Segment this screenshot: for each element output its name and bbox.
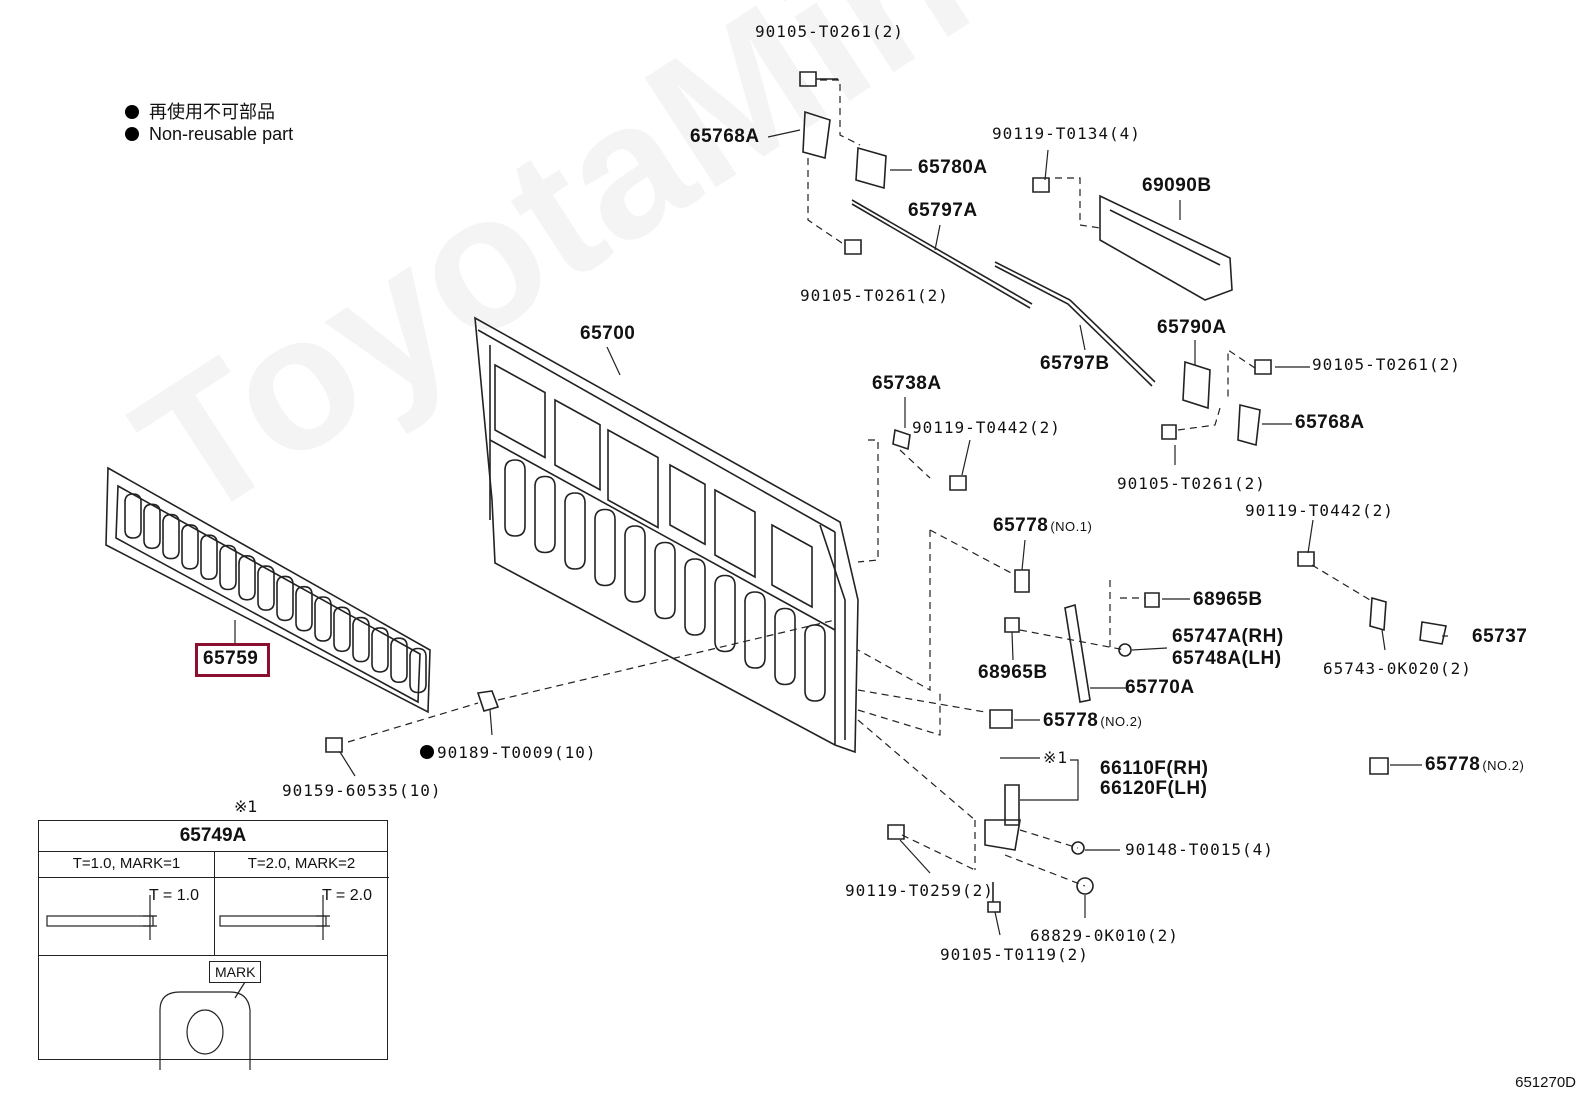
part-label[interactable]: 65737 [1472, 626, 1528, 647]
part-label[interactable]: 65768A [1295, 412, 1365, 433]
inset-divider [214, 851, 215, 955]
bolt-90119-t0259 [887, 824, 905, 840]
part-label[interactable]: 65778(NO.2) [1043, 710, 1142, 732]
legend-english: Non-reusable part [149, 124, 294, 144]
part-label[interactable]: 65780A [918, 157, 988, 178]
highlight-box [195, 643, 270, 677]
bolt-90105-t0119 [987, 882, 1001, 913]
bolt-90119-t0134 [1032, 177, 1050, 193]
part-label[interactable]: 90105-T0261(2) [1117, 474, 1266, 493]
part-label[interactable]: 90105-T0119(2) [940, 945, 1089, 964]
bolt-90105-mid [844, 239, 862, 255]
part-number: 65778 [1043, 710, 1099, 731]
part-label[interactable]: 65700 [580, 323, 636, 344]
bolt-90105-low [1161, 424, 1177, 440]
part-suffix: (NO.1) [1050, 519, 1093, 534]
hinge-66110f [984, 784, 1021, 851]
part-label[interactable]: 90148-T0015(4) [1125, 840, 1274, 859]
inset-col-1: T=1.0, MARK=1 [39, 851, 214, 878]
thickness-label-2: T = 2.0 [322, 887, 372, 904]
clip-65778-no2-a [989, 709, 1013, 729]
legend-row-japanese: 再使用不可部品 [125, 98, 275, 124]
mark-callout: MARK [209, 961, 262, 983]
part-label[interactable]: 65743-0K020(2) [1323, 659, 1472, 678]
note-marker: ※1 [1043, 748, 1069, 767]
inset-col-2: T=2.0, MARK=2 [214, 851, 389, 878]
part-label[interactable]: 65778(NO.1) [993, 515, 1092, 537]
part-label[interactable]: 65790A [1157, 317, 1227, 338]
bullet-dot-icon [125, 105, 139, 119]
part-label[interactable]: 90119-T0134(4) [992, 124, 1141, 143]
bolt-90105-top [799, 71, 838, 87]
nut-68829 [1076, 877, 1094, 895]
bolt-90119-t0442-a [949, 475, 967, 491]
lock-65780a [855, 146, 887, 190]
legend-row-english: Non-reusable part [125, 124, 293, 145]
part-label[interactable]: 65747A(RH) [1172, 626, 1284, 647]
non-reusable-dot [420, 745, 434, 759]
rod-65797b [994, 261, 1156, 387]
part-label[interactable]: 69090B [1142, 175, 1212, 196]
part-label[interactable]: 68965B [978, 662, 1048, 683]
part-label[interactable]: 65770A [1125, 677, 1195, 698]
part-label[interactable]: 66110F(RH) [1100, 758, 1209, 779]
handle-69090b [1099, 194, 1233, 301]
part-label[interactable]: 90119-T0442(2) [1245, 501, 1394, 520]
bracket-65737 [1419, 621, 1447, 645]
lock-65790a [1182, 360, 1211, 410]
part-label[interactable]: 65797A [908, 200, 978, 221]
part-label[interactable]: 65768A [690, 126, 760, 147]
clip-65738a [892, 428, 911, 451]
bolt-90119-t0442-b [1297, 551, 1315, 567]
part-number: 65778 [993, 515, 1049, 536]
part-label[interactable]: 65797B [1040, 353, 1110, 374]
clip-65778-no1 [1014, 569, 1030, 593]
bracket-65743 [1369, 596, 1387, 632]
inset-note: ※1 [234, 797, 258, 816]
diagram-reference-code: 651270D [1515, 1074, 1576, 1091]
bracket-65768a-right [1237, 403, 1261, 447]
part-label[interactable]: 90105-T0261(2) [755, 22, 904, 41]
part-label[interactable]: 90189-T0009(10) [437, 743, 597, 762]
part-label[interactable]: 65778(NO.2) [1425, 754, 1524, 776]
bolt-90105-right [1254, 359, 1272, 375]
clip-65778-no2-b [1369, 757, 1389, 775]
rod-65797a [851, 199, 1033, 309]
part-label[interactable]: 90119-T0259(2) [845, 881, 994, 900]
shim-detail-inset: ※1 65749A T=1.0, MARK=1 T=2.0, MARK=2 T … [38, 797, 389, 1060]
part-label[interactable]: 65738A [872, 373, 942, 394]
cable-65770a [1064, 603, 1091, 703]
bracket-65768a-top [802, 110, 831, 160]
part-label[interactable]: 90105-T0261(2) [1312, 355, 1461, 374]
tailgate-panel-65700 [474, 316, 859, 754]
bolt-90148 [1071, 841, 1085, 855]
part-suffix: (NO.2) [1100, 714, 1143, 729]
part-label[interactable]: 66120F(LH) [1100, 778, 1208, 799]
bullet-dot-icon [125, 127, 139, 141]
nut-65747a [1118, 643, 1132, 657]
part-label[interactable]: 68965B [1193, 589, 1263, 610]
bolt-68965b-b [1004, 617, 1020, 633]
part-label[interactable]: 90159-60535(10) [282, 781, 442, 800]
gasket-panel-65759 [105, 466, 431, 714]
part-label[interactable]: 68829-0K010(2) [1030, 926, 1179, 945]
part-suffix: (NO.2) [1482, 758, 1525, 773]
bolt-68965b-a [1144, 592, 1160, 608]
bolt-90159 [325, 737, 343, 753]
inset-title[interactable]: 65749A [39, 821, 387, 852]
part-number: 65778 [1425, 754, 1481, 775]
legend-japanese: 再使用不可部品 [149, 102, 275, 122]
thickness-label-1: T = 1.0 [149, 887, 199, 904]
nut-90189 [476, 690, 500, 712]
part-label-highlighted[interactable]: 65759 [203, 648, 259, 669]
part-label[interactable]: 65748A(LH) [1172, 648, 1282, 669]
inset-divider [39, 955, 387, 956]
part-label[interactable]: 90119-T0442(2) [912, 418, 1061, 437]
part-label[interactable]: 90105-T0261(2) [800, 286, 949, 305]
